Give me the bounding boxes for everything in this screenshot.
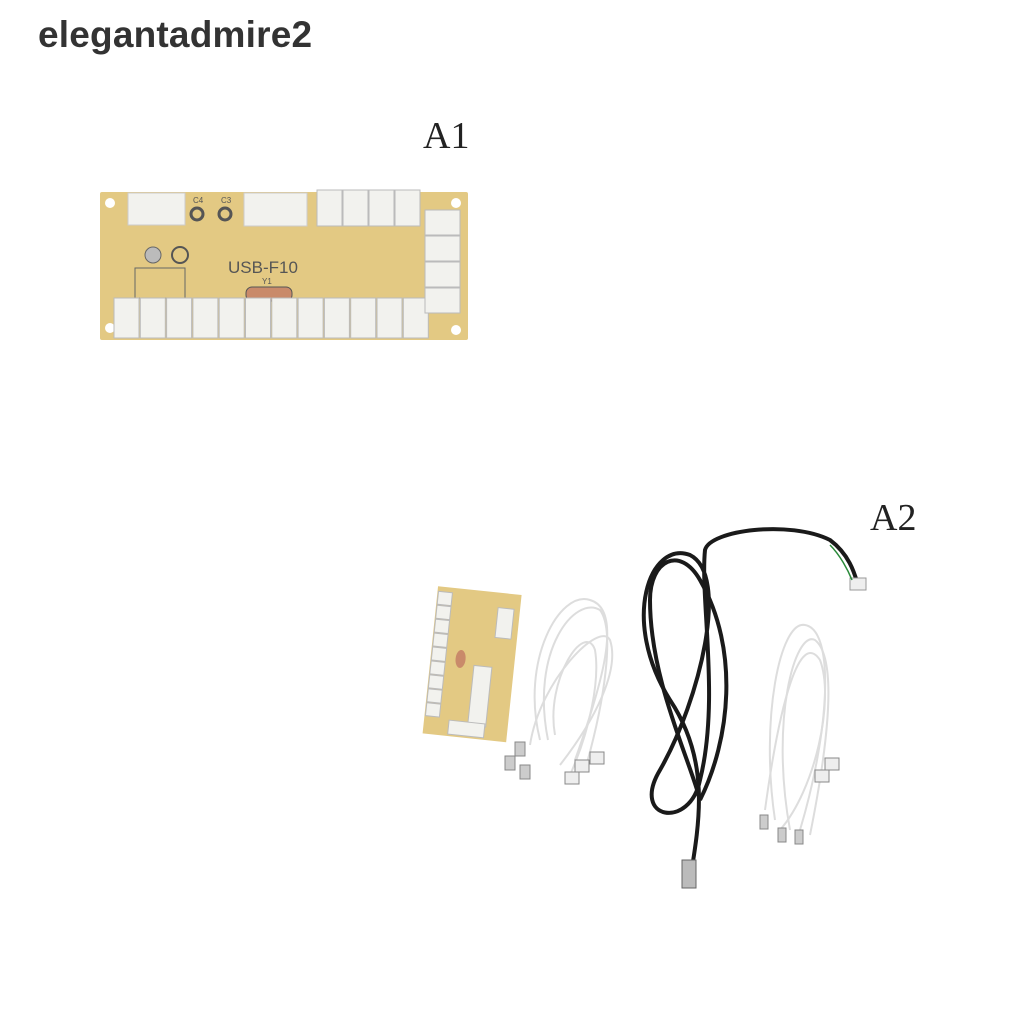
connector — [245, 297, 271, 339]
label-a2: A2 — [870, 497, 917, 539]
connector — [435, 604, 452, 621]
connector — [342, 189, 369, 227]
connector — [316, 189, 343, 227]
connector — [429, 660, 446, 676]
connector — [433, 618, 451, 635]
connector — [430, 646, 448, 662]
connector — [426, 688, 443, 704]
connector — [368, 189, 395, 227]
connector — [113, 297, 140, 339]
connector — [323, 297, 350, 339]
connector — [394, 189, 421, 227]
board-a1: C4 C3 USB-F10 Y1 — [100, 189, 468, 340]
connector — [427, 674, 445, 690]
connector — [376, 297, 403, 339]
silk-y1: Y1 — [262, 277, 272, 286]
wire-harness-right — [759, 623, 840, 845]
connector — [424, 209, 461, 236]
board-model-text: USB-F10 — [228, 258, 298, 277]
connector — [218, 297, 245, 339]
connector — [424, 287, 461, 314]
usb-cable — [641, 527, 867, 889]
connector — [297, 297, 324, 339]
label-a1: A1 — [423, 115, 470, 157]
silk-c3: C3 — [221, 196, 232, 205]
watermark-text: elegantadmire2 — [38, 14, 313, 55]
connector — [424, 702, 442, 718]
connector — [271, 297, 298, 339]
connector — [424, 235, 461, 262]
wire-harness-left — [504, 598, 614, 785]
silk-c4: C4 — [193, 196, 204, 205]
connector — [402, 297, 429, 339]
connector — [350, 297, 377, 339]
connector — [424, 261, 461, 288]
connector — [192, 297, 219, 339]
board-a2 — [422, 586, 522, 743]
connector — [436, 590, 454, 607]
connector — [139, 297, 166, 339]
connector — [432, 632, 449, 649]
connector — [166, 297, 193, 339]
